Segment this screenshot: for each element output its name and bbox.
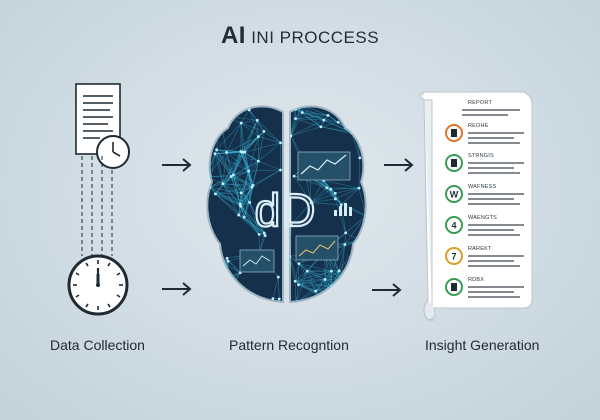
report-list-item: 4 WAENGTS [445,215,524,236]
title-prefix: AI [220,22,246,49]
page-title: AI INI PROCCESS [0,22,600,50]
seven-badge-icon [445,247,463,265]
four-badge-icon [445,216,463,234]
report-list-item: STRNGIS [445,153,524,174]
report-list-item: 7 RAREKT [445,246,524,267]
w-badge-icon [445,185,463,203]
document-icon [75,83,121,155]
stage-label-insight-generation: Insight Generation [425,337,540,353]
large-clock-icon [67,254,129,316]
report-header: REPORT [468,100,492,106]
report-icon-glyph: 4 [451,221,456,231]
neural-network-left [207,108,282,302]
report-list-item: W WAFNESS [445,184,524,205]
report-icon-glyph: W [450,190,459,200]
report-scroll: REOHESTRNGISWWAFNESS4WAENGTS7RAREKTRDBX … [419,91,533,321]
title-rest: INI PROCCESS [251,28,380,47]
report-item-label: RDBX [468,277,484,283]
stage-label-data-collection: Data Collection [50,337,145,353]
line-chart-icon [297,151,351,181]
report-item-label: REOHE [468,123,489,129]
mini-chart-icon [239,249,275,273]
bar-chart-icon [334,203,352,216]
small-clock-icon [96,135,130,169]
dashed-connectors [81,156,113,256]
report-item-label: WAFNESS [468,184,497,190]
report-icon-glyph: 7 [451,252,456,262]
report-list-item: RDBX [445,277,524,298]
report-item-label: RAREKT [468,246,492,252]
report-list-item: REOHE [445,123,524,144]
stage-label-pattern-recognition: Pattern Recogntion [229,337,349,353]
report-item-label: WAENGTS [468,215,497,221]
arrow-icon [384,158,414,172]
brain-icon: dD [206,105,367,304]
arrow-icon [162,282,192,296]
arrow-icon [372,283,402,297]
report-item-label: STRNGIS [468,153,494,159]
arrow-icon [162,158,192,172]
brain-glyph: dD [255,184,318,236]
